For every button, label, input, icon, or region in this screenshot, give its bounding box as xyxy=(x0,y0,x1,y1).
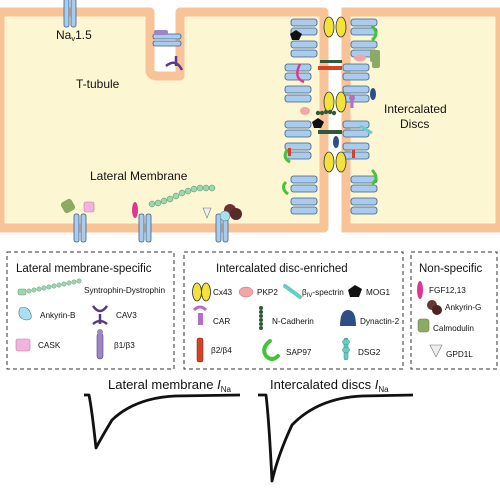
pkp2-icon xyxy=(238,286,254,298)
lateral-fgf-1 xyxy=(132,202,138,218)
dsg2-icon xyxy=(342,337,350,361)
lateral-legend-box xyxy=(6,251,175,370)
legend-syntrophin-label: Syntrophin-Dystrophin xyxy=(84,286,165,295)
lateral-legend-title: Lateral membrane-specific xyxy=(16,263,152,275)
ttubule-cav3-icon xyxy=(165,56,184,71)
legend-ncadherin-label: N-Cadherin xyxy=(272,317,314,326)
left-cell-membrane xyxy=(0,7,329,233)
lateral-cask-1 xyxy=(83,201,95,213)
legend-dsg2-label: DSG2 xyxy=(358,348,381,357)
legend-cask-label: CASK xyxy=(38,341,61,350)
nonspecific-legend-title: Non-specific xyxy=(419,263,483,275)
mog1-icon xyxy=(348,285,362,297)
fgf-icon xyxy=(417,281,423,299)
legend-spectrin-label: βIV-spectrin xyxy=(302,288,344,299)
intercalated-disc-complex xyxy=(281,16,380,215)
cav3-icon xyxy=(91,305,109,325)
legend-cav3-label: CAV3 xyxy=(116,311,137,320)
lateral-ina-trace xyxy=(84,393,241,450)
calmodulin-icon xyxy=(417,318,430,333)
dynactin-icon xyxy=(340,310,356,326)
legend-beta1-3-label: β1/β3 xyxy=(114,341,135,350)
gpd1l-icon xyxy=(429,344,443,358)
ankyrin-b-icon xyxy=(18,307,32,321)
lateral-membrane-label: Lateral Membrane xyxy=(90,169,188,183)
n-cadherin-icon xyxy=(259,306,263,330)
sap97-icon xyxy=(262,339,280,361)
lateral-calmodulin-1 xyxy=(60,198,76,214)
legend-calmodulin-label: Calmodulin xyxy=(433,324,474,333)
legend-gpd1l-label: GPD1L xyxy=(446,350,473,359)
ttubule-label: T-tubule xyxy=(76,77,120,91)
cell-region xyxy=(0,0,500,241)
legend-pkp2-label: PKP2 xyxy=(257,288,278,297)
legend-ankyrin-g-label: Ankyrin-G xyxy=(445,303,481,312)
beta1-beta3-icon xyxy=(96,329,104,360)
legend-cx43-label: Cx43 xyxy=(213,288,233,297)
intercalated-trace-title: Intercalated discs INa xyxy=(270,377,389,394)
ttubule-beta-subunit xyxy=(154,30,168,35)
legend-sap97-label: SAP97 xyxy=(286,348,312,357)
intercalated-label-2: Discs xyxy=(400,117,429,131)
nav15-label: Nav1.5 xyxy=(56,28,92,43)
syntrophin-chain xyxy=(148,184,216,208)
ankyrin-g-icon xyxy=(427,300,442,315)
intercalated-label-1: Intercalated xyxy=(384,102,447,116)
spectrin-icon xyxy=(283,284,302,299)
car-icon xyxy=(192,305,208,325)
legend-car-label: CAR xyxy=(213,317,230,326)
intercalated-ina-trace xyxy=(258,393,414,483)
lateral-trace-title: Lateral membrane INa xyxy=(108,377,232,394)
lateral-gpd1l-icon xyxy=(202,207,212,219)
legend-dynactin-label: Dynactin-2 xyxy=(360,317,400,326)
legend-mog1-label: MOG1 xyxy=(366,288,391,297)
syntrophin-icon xyxy=(17,278,82,296)
intercalated-legend-title: Intercalated disc-enriched xyxy=(216,263,348,275)
legend-ankyrin-b-label: Ankyrin-B xyxy=(40,311,76,320)
cask-icon xyxy=(15,338,31,352)
legend-beta2-4-label: β2/β4 xyxy=(211,346,232,355)
cx43-icon xyxy=(192,282,211,302)
beta2-beta4-icon xyxy=(196,337,204,363)
legend-fgf-label: FGF12,13 xyxy=(429,286,466,295)
lateral-ankyrin-b xyxy=(219,210,231,222)
lateral-ankyrin-g-b xyxy=(230,208,242,220)
nonspecific-legend-box xyxy=(410,251,498,370)
